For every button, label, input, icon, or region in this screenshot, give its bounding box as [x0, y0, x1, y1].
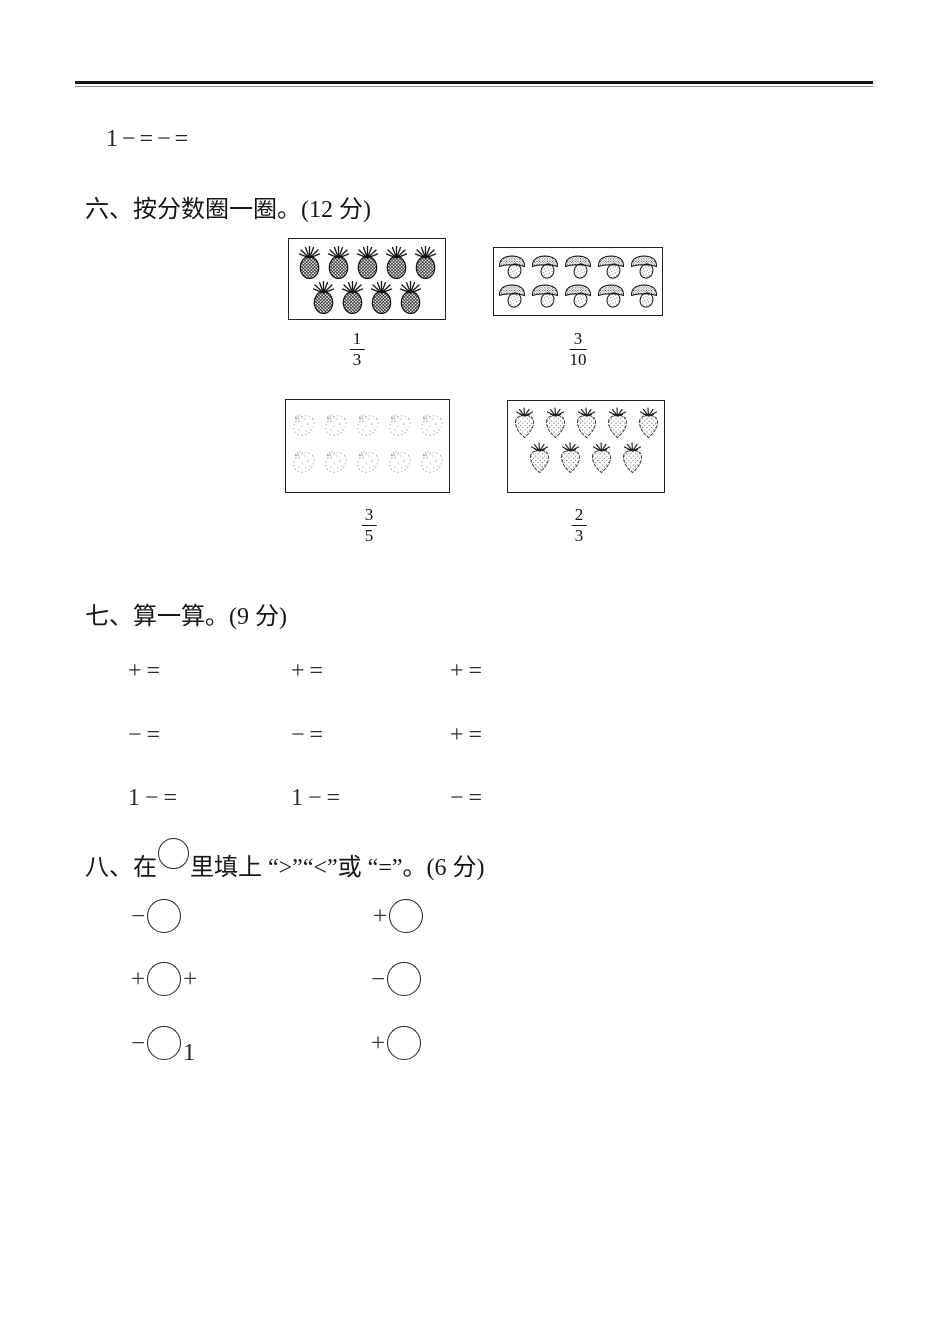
mushroom-icon: [498, 282, 526, 308]
fraction-label: 2 3: [571, 505, 587, 546]
strawberry-icon: [526, 442, 553, 474]
pineapple-icon: [398, 281, 423, 314]
pineapple-icon: [311, 281, 336, 314]
pineapple-icon: [355, 246, 380, 279]
section8-title-suffix: 里填上 “>”“<”或 “=”。(6 分): [190, 855, 485, 881]
fruit-row: [498, 282, 658, 308]
mango-icon: [289, 409, 318, 439]
mango-icon: [321, 409, 350, 439]
strawberry-icon: [635, 407, 662, 439]
pineapple-icon: [297, 246, 322, 279]
fraction-denominator: 5: [364, 526, 374, 546]
fraction-label: 3 5: [361, 505, 377, 546]
mushroom-icon: [531, 282, 559, 308]
calc-expression: +=: [450, 658, 488, 684]
operator: −: [131, 1029, 146, 1057]
calc-expression: −=: [450, 785, 488, 811]
mushroom-icon: [630, 282, 658, 308]
section8-title-prefix: 八、在: [85, 855, 157, 881]
section7-title: 七、算一算。(9 分): [85, 604, 287, 630]
operator: +: [371, 1029, 386, 1057]
compare-circle-icon: [158, 838, 189, 869]
calc-expression: −=: [291, 722, 329, 748]
fruit-row: [289, 409, 446, 439]
mango-icon: [385, 446, 414, 476]
fruit-row: [526, 442, 646, 474]
strawberry-icon: [542, 407, 569, 439]
strawberry-icon: [619, 442, 646, 474]
strawberry-icon: [511, 407, 538, 439]
operator: +: [131, 965, 146, 993]
calc-expression: 1−=: [128, 785, 183, 811]
section6-title: 六、按分数圈一圈。(12 分): [85, 197, 371, 223]
mango-icon: [289, 446, 318, 476]
strawberry-icon: [573, 407, 600, 439]
comparison-item: −: [371, 961, 423, 997]
fruit-box-pineapples: [288, 238, 446, 320]
mango-icon: [353, 446, 382, 476]
mango-icon: [321, 446, 350, 476]
strawberry-icon: [588, 442, 615, 474]
leftover-expression: 1−=−=: [106, 126, 193, 152]
operator: −: [371, 965, 386, 993]
calc-expression: +=: [128, 658, 166, 684]
pineapple-icon: [326, 246, 351, 279]
fraction-numerator: 2: [571, 505, 587, 527]
mushroom-icon: [597, 282, 625, 308]
operator: +: [183, 965, 198, 993]
fruit-row: [297, 246, 438, 279]
mushroom-icon: [564, 253, 592, 279]
header-rule: [75, 81, 873, 87]
mango-icon: [385, 409, 414, 439]
fruit-box-mushrooms: [493, 247, 663, 316]
mushroom-icon: [531, 253, 559, 279]
calc-expression: +=: [291, 658, 329, 684]
mushroom-icon: [564, 282, 592, 308]
fraction-numerator: 3: [569, 329, 587, 351]
operator: +: [373, 902, 388, 930]
pineapple-icon: [369, 281, 394, 314]
comparison-item: + +: [131, 961, 197, 997]
calc-expression: +=: [450, 722, 488, 748]
answer-circle-icon: [387, 1026, 422, 1060]
answer-circle-icon: [147, 1026, 182, 1060]
answer-circle-icon: [147, 962, 182, 996]
answer-circle-icon: [147, 899, 182, 933]
strawberry-icon: [557, 442, 584, 474]
comparison-item: − 1: [131, 1025, 195, 1065]
comparison-item: +: [371, 1025, 423, 1061]
strawberry-icon: [604, 407, 631, 439]
mango-icon: [417, 446, 446, 476]
section8-title: 八、在 里填上 “>”“<”或 “=”。(6 分): [85, 838, 485, 882]
fruit-row: [289, 446, 446, 476]
fruit-box-mangoes: [285, 399, 450, 493]
fruit-row: [498, 253, 658, 279]
fruit-row: [311, 281, 423, 314]
fruit-box-strawberries: [507, 400, 665, 493]
fraction-label: 3 10: [569, 329, 587, 370]
answer-circle-icon: [389, 899, 424, 933]
pineapple-icon: [413, 246, 438, 279]
fraction-numerator: 3: [361, 505, 377, 527]
operator: −: [131, 902, 146, 930]
calc-expression: −=: [128, 722, 166, 748]
answer-circle-icon: [387, 962, 422, 996]
mango-icon: [417, 409, 446, 439]
operator: 1: [183, 1040, 196, 1066]
pineapple-icon: [384, 246, 409, 279]
fraction-denominator: 3: [574, 526, 584, 546]
mushroom-icon: [498, 253, 526, 279]
fruit-row: [511, 407, 662, 439]
comparison-item: −: [131, 898, 183, 934]
calc-expression: 1−=: [291, 785, 346, 811]
mushroom-icon: [597, 253, 625, 279]
fraction-numerator: 1: [349, 329, 365, 351]
fraction-label: 1 3: [349, 329, 365, 370]
comparison-item: +: [373, 898, 425, 934]
fraction-denominator: 3: [352, 350, 362, 370]
mango-icon: [353, 409, 382, 439]
fraction-denominator: 10: [569, 350, 587, 370]
pineapple-icon: [340, 281, 365, 314]
mushroom-icon: [630, 253, 658, 279]
